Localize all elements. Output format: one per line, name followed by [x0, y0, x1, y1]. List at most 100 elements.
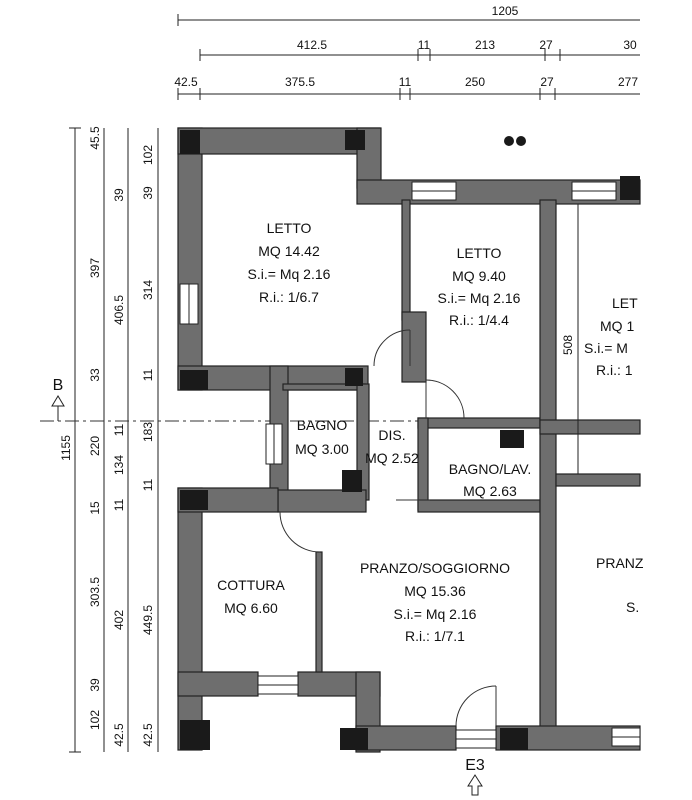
- entry-arrow-icon: [467, 774, 483, 796]
- dim-lo-5: 303.5: [88, 577, 102, 607]
- pillar-n: [345, 130, 365, 150]
- windows: [179, 181, 641, 749]
- dim-r3-f: 277: [618, 75, 638, 89]
- section-arrow-icon: [51, 395, 65, 407]
- dim-total-width: 1205: [492, 4, 519, 18]
- dim-li-0: 102: [141, 145, 155, 165]
- dim-r2-d: 27: [539, 38, 553, 52]
- dim-lo-1: 397: [88, 258, 102, 278]
- entry-marker-e3: E3: [465, 757, 485, 796]
- room-area: MQ 14.42: [258, 243, 320, 259]
- dim-lo-6: 39: [88, 678, 102, 692]
- dim-lm-0: 39: [112, 188, 126, 202]
- pillar-sw: [180, 490, 208, 510]
- room-ri: R.i.: 1: [596, 362, 633, 378]
- room-ri: R.i.: 1/7.1: [405, 628, 465, 644]
- dim-r2-e: 30: [623, 38, 637, 52]
- dim-lm-6: 42.5: [112, 723, 126, 747]
- room-area: MQ 9.40: [452, 268, 506, 284]
- pillar-bagnolav: [500, 430, 524, 448]
- dim-lm-4: 11: [112, 498, 126, 511]
- room-si: S.i.= Mq 2.16: [248, 266, 331, 282]
- dim-lo-0: 45.5: [88, 126, 102, 150]
- top-dimensions: 1205 412.5 11 213 27 30 42.5 375.5 11 25…: [174, 4, 640, 100]
- dim-right-room: 508: [561, 335, 575, 355]
- room-area: MQ 3.00: [295, 441, 349, 457]
- dim-r3-d: 250: [465, 75, 485, 89]
- room-si: S.i.= M: [584, 340, 628, 356]
- dim-li-6: 449.5: [141, 605, 155, 635]
- dim-total-height: 1155: [59, 435, 73, 461]
- pillars: [180, 130, 640, 750]
- dim-li-5: 11: [141, 478, 155, 491]
- room-name: BAGNO: [297, 417, 348, 433]
- room-si: S.i.= Mq 2.16: [394, 606, 477, 622]
- dim-lm-3: 134: [112, 455, 126, 475]
- room-name: LETTO: [457, 245, 502, 261]
- marker-dot-icon: [504, 136, 514, 146]
- room-name: PRANZO/SOGGIORNO: [360, 560, 510, 576]
- room-name: LET: [612, 295, 638, 311]
- room-pranzo-soggiorno: PRANZO/SOGGIORNO MQ 15.36 S.i.= Mq 2.16 …: [360, 560, 510, 644]
- door-swing-icon: [425, 379, 465, 419]
- room-letto-3: LET MQ 1 S.i.= M R.i.: 1: [584, 295, 638, 378]
- entry-label-e3: E3: [465, 757, 485, 774]
- room-name: COTTURA: [217, 577, 285, 593]
- marker-dot-icon: [516, 136, 526, 146]
- dim-left-outer: 45.5 397 33 220 15 303.5 39 102: [88, 126, 102, 730]
- dim-r2-c: 213: [475, 38, 495, 52]
- room-si: S.: [626, 599, 639, 615]
- dim-left-mid: 39 406.5 11 134 11 402 42.5: [112, 188, 126, 747]
- door-swing-icon: [279, 511, 321, 553]
- room-area: MQ 15.36: [404, 583, 466, 599]
- room-dis: DIS. MQ 2.52: [365, 427, 419, 466]
- pillar-w: [180, 370, 208, 390]
- dim-r3-a: 42.5: [174, 75, 198, 89]
- dim-lo-2: 33: [88, 368, 102, 382]
- room-letto-1: LETTO MQ 14.42 S.i.= Mq 2.16 R.i.: 1/6.7: [248, 220, 331, 305]
- room-si: S.i.= Mq 2.16: [438, 290, 521, 306]
- dim-li-4: 183: [141, 422, 155, 442]
- room-name: DIS.: [378, 427, 405, 443]
- room-name: BAGNO/LAV.: [449, 461, 531, 477]
- dim-lm-5: 402: [112, 610, 126, 630]
- dim-r3-c: 11: [399, 75, 412, 89]
- walls: [177, 127, 641, 753]
- room-bagno: BAGNO MQ 3.00: [295, 417, 349, 457]
- door-swing-icon: [373, 329, 411, 367]
- room-cottura: COTTURA MQ 6.60: [217, 577, 285, 616]
- room-area: MQ 2.52: [365, 450, 419, 466]
- dim-li-2: 314: [141, 280, 155, 300]
- dim-lm-1: 406.5: [112, 295, 126, 325]
- door-swing-icon: [455, 685, 497, 727]
- pillar-bagno: [345, 368, 363, 386]
- dim-left-inner: 102 39 314 11 183 11 449.5 42.5: [141, 145, 155, 747]
- doors: [279, 329, 497, 727]
- room-labels: LETTO MQ 14.42 S.i.= Mq 2.16 R.i.: 1/6.7…: [217, 220, 644, 644]
- dim-lo-7: 102: [88, 710, 102, 730]
- room-bagno-lav: BAGNO/LAV. MQ 2.63: [449, 461, 531, 499]
- dim-li-7: 42.5: [141, 723, 155, 747]
- dim-li-3: 11: [141, 368, 155, 381]
- room-pranzo-right: PRANZ S.: [596, 555, 644, 615]
- room-ri: R.i.: 1/6.7: [259, 289, 319, 305]
- room-ri: R.i.: 1/4.4: [449, 312, 509, 328]
- left-dimensions: 45.5 397 33 220 15 303.5 39 102 39 406.5…: [59, 126, 159, 753]
- pillar-s3: [500, 728, 528, 750]
- room-area: MQ 6.60: [224, 600, 278, 616]
- pillar-dis: [342, 470, 362, 492]
- section-marker-b: B: [53, 377, 64, 394]
- pillar-ne: [620, 176, 640, 200]
- right-room-dim: 508: [561, 204, 579, 474]
- dim-lo-4: 15: [88, 501, 102, 515]
- room-area: MQ 1: [600, 318, 634, 334]
- dim-r2-a: 412.5: [297, 38, 327, 52]
- pillar-s2: [340, 728, 368, 750]
- dim-r2-b: 11: [418, 38, 431, 52]
- room-area: MQ 2.63: [463, 483, 517, 499]
- pillar-nw: [180, 130, 200, 154]
- dim-r3-b: 375.5: [285, 75, 315, 89]
- dim-lm-2: 11: [112, 423, 126, 436]
- room-name: LETTO: [267, 220, 312, 236]
